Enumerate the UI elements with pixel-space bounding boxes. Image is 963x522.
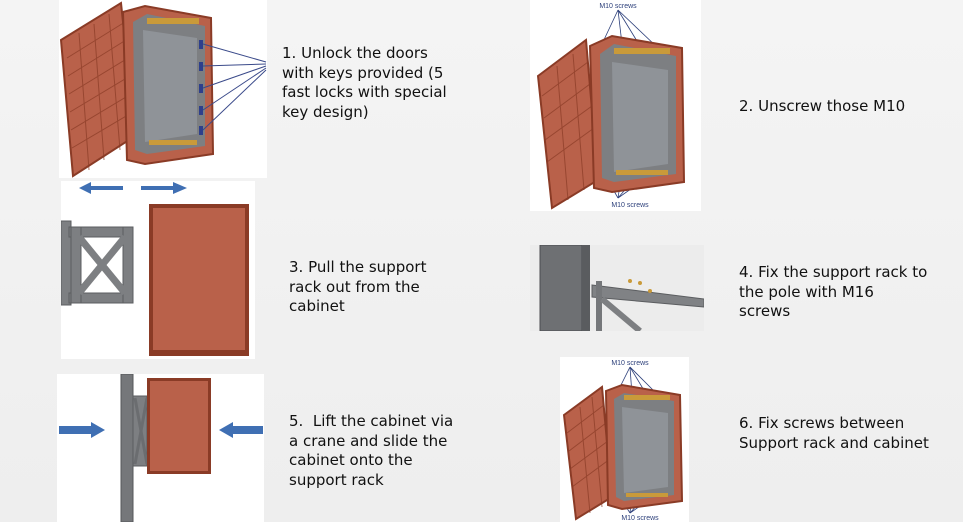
slide-arrows — [59, 422, 263, 438]
step-5-image — [57, 374, 264, 522]
step-1-image — [59, 0, 267, 178]
m10-screws-bottom-label-2: M10 screws — [621, 515, 659, 522]
step-2-image: M10 screws M10 screws — [530, 0, 701, 211]
pull-arrows — [79, 182, 187, 194]
step-6-text: 6. Fix screws between Support rack and c… — [739, 414, 929, 452]
step-5-text: 5. Lift the cabinet via a crane and slid… — [289, 412, 454, 489]
m10-screws-top-label: M10 screws — [599, 3, 637, 10]
step-2-text: 2. Unscrew those M10 — [739, 97, 906, 115]
step-4-text: 4. Fix the support rack to the pole with… — [739, 263, 928, 320]
step-3-image — [61, 181, 255, 359]
step-6-image: M10 screws M10 screws — [560, 357, 689, 522]
step-3-text: 3. Pull the support rack out from the ca… — [289, 258, 427, 315]
m10-screws-top-label-2: M10 screws — [611, 360, 649, 367]
m10-screws-bottom-label: M10 screws — [611, 202, 649, 209]
step-4-image — [530, 245, 704, 331]
step-1-text: 1. Unlock the doors with keys provided (… — [282, 44, 447, 121]
